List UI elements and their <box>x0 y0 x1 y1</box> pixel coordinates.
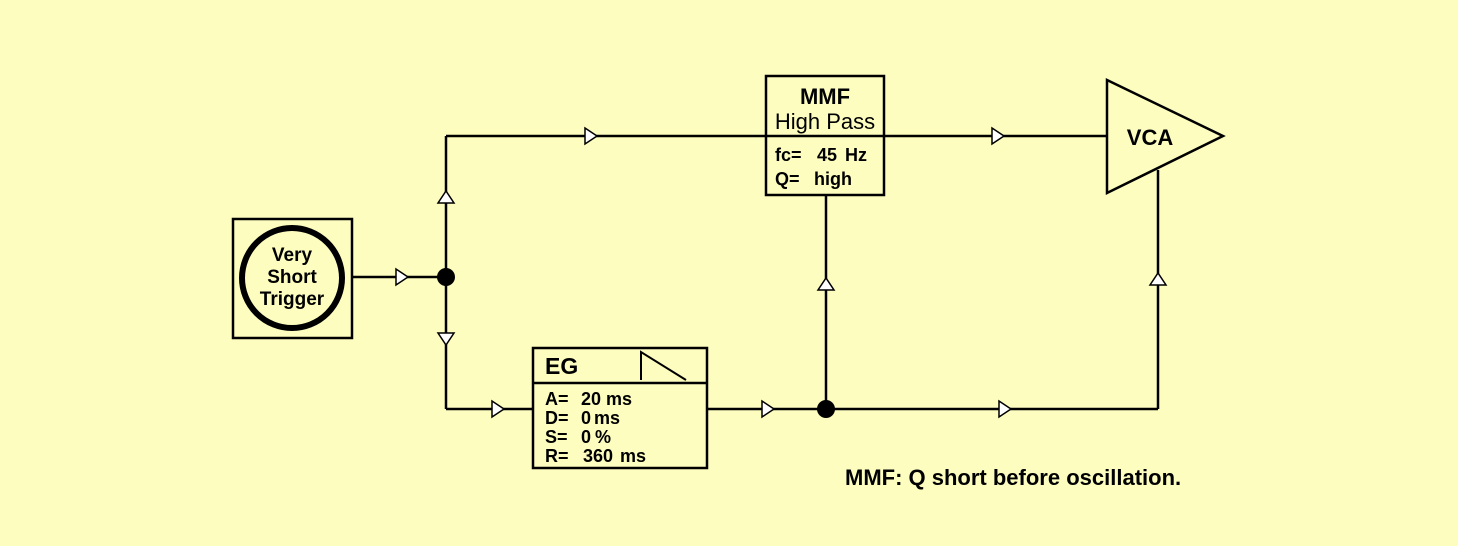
arrow-right-icon <box>761 399 776 419</box>
arrow-right-icon <box>991 126 1006 146</box>
eg-box <box>531 346 709 470</box>
mmf-subtitle: High Pass <box>775 109 875 134</box>
arrow-right-icon <box>395 267 410 287</box>
eg-release-label: R= <box>545 446 569 466</box>
arrow-right-icon <box>584 126 599 146</box>
trigger-ring <box>239 225 345 331</box>
eg-release-unit: ms <box>620 446 646 466</box>
eg-sustain-label: S= <box>545 427 568 447</box>
eg-attack-value: 20 <box>581 389 601 409</box>
trigger-label-line-3: Trigger <box>260 289 325 310</box>
arrow-down-icon <box>436 332 456 347</box>
mmf-fc-unit: Hz <box>845 145 867 165</box>
diagram-note: MMF: Q short before oscillation. <box>845 465 1181 490</box>
mmf-title: MMF <box>800 84 850 109</box>
eg-attack-unit: ms <box>606 389 632 409</box>
vca-module: VCA <box>1105 78 1226 196</box>
eg-sustain-unit: % <box>595 427 611 447</box>
eg-module: EG A= 20 ms D= 0 ms S= 0 % R= 360 ms <box>531 346 709 470</box>
arrow-up-icon <box>1148 271 1168 286</box>
arrow-up-icon <box>436 189 456 204</box>
arrow-up-icon <box>816 276 836 291</box>
arrow-right-icon <box>491 399 506 419</box>
eg-decay-value: 0 <box>581 408 591 428</box>
envelope-shape-icon <box>640 350 687 381</box>
mmf-q-value: high <box>814 169 852 189</box>
mmf-fc-label: fc= <box>775 145 802 165</box>
vca-label: VCA <box>1127 125 1174 150</box>
eg-decay-unit: ms <box>594 408 620 428</box>
vca-triangle <box>1105 78 1226 196</box>
trigger-label-line-2: Short <box>267 267 317 288</box>
eg-title: EG <box>545 353 578 379</box>
eg-decay-label: D= <box>545 408 569 428</box>
eg-attack-label: A= <box>545 389 569 409</box>
mmf-fc-value: 45 <box>817 145 837 165</box>
trigger-box <box>231 217 354 340</box>
mmf-module: MMF High Pass fc= 45 Hz Q= high <box>764 74 886 197</box>
junction-dot-trigger <box>437 268 455 286</box>
wires <box>352 134 1160 411</box>
trigger-label-line-1: Very <box>272 245 313 266</box>
mmf-q-label: Q= <box>775 169 800 189</box>
arrow-right-icon <box>998 399 1013 419</box>
eg-sustain-value: 0 <box>581 427 591 447</box>
junction-dot-eg <box>817 400 835 418</box>
eg-release-value: 360 <box>583 446 613 466</box>
arrows <box>395 126 1168 419</box>
trigger-module: Very Short Trigger <box>231 217 354 340</box>
